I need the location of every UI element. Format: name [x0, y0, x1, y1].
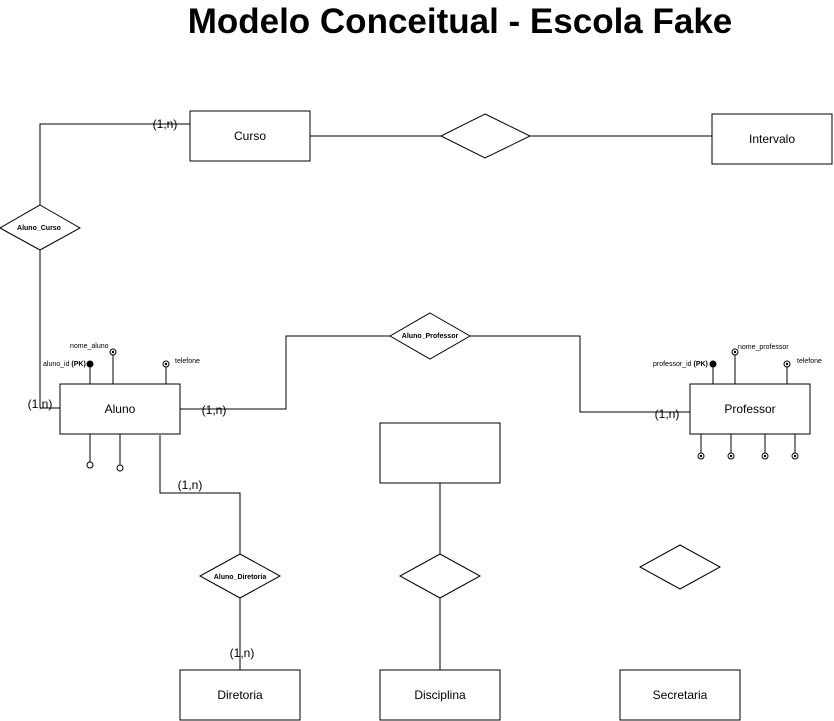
cardinality-aluno-curso: (1,n): [28, 397, 53, 411]
attribute-marker-dot-icon: [164, 362, 168, 366]
attribute-marker-dot-icon: [733, 350, 737, 354]
entity-diretoria[interactable]: Diretoria: [179, 669, 301, 721]
line-aluno-aluno-professor: [180, 335, 390, 410]
attribute-professor-id[interactable]: professor_id (PK): [653, 360, 717, 384]
entity-intervalo[interactable]: Intervalo: [711, 113, 833, 165]
attribute-professor-unlabeled-1[interactable]: [697, 434, 705, 460]
attribute-professor-pk-label: (PK): [693, 361, 707, 368]
attribute-nome-professor[interactable]: nome_professor: [731, 344, 789, 384]
attribute-marker-dot-icon: [763, 454, 767, 458]
cardinality-curso: (1,n): [153, 117, 178, 131]
attribute-professor-unlabeled-2[interactable]: [727, 434, 735, 460]
primary-key-marker-icon: [86, 360, 94, 368]
attribute-nome-aluno[interactable]: nome_aluno: [70, 343, 117, 384]
attribute-nome-aluno-label: nome_aluno: [70, 343, 109, 350]
relationship-aluno-curso-label: Aluno_Curso: [17, 225, 61, 232]
attribute-aluno-pk-label: (PK): [71, 361, 85, 368]
entity-unnamed[interactable]: [379, 422, 501, 484]
relationship-aluno-diretoria-label: Aluno_Diretoria: [214, 574, 267, 581]
attribute-professor-telefone-label: telefone: [797, 358, 822, 365]
entity-disciplina-label: Disciplina: [414, 688, 466, 702]
cardinality-diretoria: (1,n): [230, 646, 255, 660]
attribute-aluno-telefone-label: telefone: [175, 358, 200, 365]
relationship-curso-intervalo[interactable]: [439, 113, 532, 159]
entity-curso[interactable]: Curso: [189, 110, 311, 162]
relationship-aluno-professor-label: Aluno_Professor: [402, 333, 459, 340]
entity-disciplina[interactable]: Disciplina: [379, 669, 501, 721]
relationship-aluno-professor[interactable]: Aluno_Professor: [388, 312, 472, 360]
entity-aluno-label: Aluno: [105, 402, 136, 416]
attribute-nome-professor-label: nome_professor: [738, 344, 789, 351]
attribute-marker-dot-icon: [111, 350, 115, 354]
entity-diretoria-label: Diretoria: [217, 688, 263, 702]
attribute-marker-dot-icon: [793, 454, 797, 458]
cardinality-aluno-professor: (1,n): [202, 403, 227, 417]
attribute-marker-dot-icon: [699, 454, 703, 458]
entity-secretaria[interactable]: Secretaria: [619, 669, 741, 721]
attribute-professor-telefone[interactable]: telefone: [783, 358, 822, 384]
line-curso-aluno-curso: [39, 123, 190, 205]
attribute-aluno-id[interactable]: aluno_id (PK): [43, 360, 94, 384]
attribute-aluno-id-label: aluno_id: [43, 361, 70, 368]
entity-intervalo-label: Intervalo: [749, 132, 795, 146]
attribute-aluno-unlabeled-1[interactable]: [86, 434, 94, 469]
attribute-professor-unlabeled-3[interactable]: [761, 434, 769, 460]
line-aluno-aluno-diretoria: [159, 435, 241, 554]
entity-aluno[interactable]: Aluno: [59, 383, 181, 435]
svg-text:aluno_id (PK): aluno_id (PK): [43, 361, 86, 368]
attribute-professor-id-label: professor_id: [653, 361, 692, 368]
attribute-marker-dot-icon: [729, 454, 733, 458]
entity-secretaria-label: Secretaria: [653, 688, 708, 702]
cardinality-aluno-diretoria: (1,n): [178, 478, 203, 492]
svg-text:professor_id (PK): professor_id (PK): [653, 361, 708, 368]
attribute-professor-unlabeled-4[interactable]: [791, 434, 799, 460]
relationship-aluno-diretoria[interactable]: Aluno_Diretoria: [198, 553, 282, 599]
diagram-title: Modelo Conceitual - Escola Fake: [187, 2, 733, 41]
attribute-aluno-telefone[interactable]: telefone: [162, 358, 200, 384]
entity-professor[interactable]: Professor: [689, 383, 811, 435]
relationship-disciplina[interactable]: [398, 553, 482, 599]
entity-curso-label: Curso: [234, 129, 266, 143]
attribute-marker-icon: [86, 461, 94, 469]
attribute-marker-dot-icon: [785, 362, 789, 366]
primary-key-marker-icon: [709, 360, 717, 368]
line-aluno-professor-professor: [470, 335, 690, 413]
attribute-marker-icon: [116, 464, 124, 472]
relationship-secretaria[interactable]: [638, 544, 722, 590]
attribute-aluno-unlabeled-2[interactable]: [116, 434, 124, 472]
entity-professor-label: Professor: [724, 402, 775, 416]
relationship-aluno-curso[interactable]: Aluno_Curso: [0, 204, 82, 251]
cardinality-professor: (1,n): [655, 407, 680, 421]
